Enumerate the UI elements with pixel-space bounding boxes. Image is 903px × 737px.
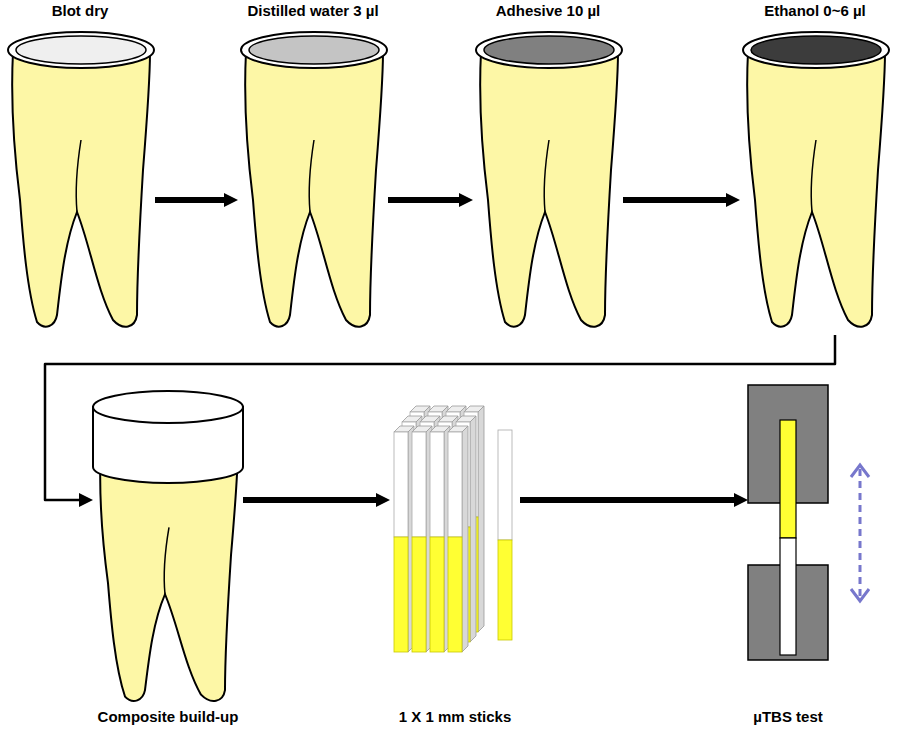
stick-top [446,406,466,412]
step-node: Blot dry [5,30,155,335]
dentin-surface [484,36,614,64]
stick-top [410,406,430,412]
single-stick-composite [498,430,512,540]
step-label: Distilled water 3 µl [247,2,378,20]
enamel-rim [8,32,154,68]
flow-arrow [623,197,726,203]
step-illustration [93,385,243,703]
step-node: Adhesive 10 µl [473,30,623,335]
flow-arrow [388,197,459,203]
stick-dentin [430,537,444,652]
furcation-line [164,527,169,594]
step-label: Adhesive 10 µl [496,2,601,20]
stick-composite [394,432,408,537]
stick-dentin [448,537,462,652]
flow-arrow [243,497,376,503]
step-node: 1 X 1 mm sticks [390,410,520,670]
stick-top [456,416,476,422]
step-illustration [5,30,155,335]
tension-arrowheads [851,465,869,601]
tooth-outline [480,52,618,327]
step-node: Distilled water 3 µl [238,30,388,335]
stick-top [428,406,448,412]
stick-side [462,426,468,652]
step-illustration [748,385,828,665]
flow-arrow [155,197,224,203]
step-label: Ethanol 0~6 µl [764,2,866,20]
enamel-rim [743,32,889,68]
composite-top [93,391,243,423]
stick-composite [412,432,426,537]
stick-top [438,416,458,422]
stick-top [430,426,450,432]
stick-side [478,406,484,632]
furcation-line [76,140,81,212]
specimen-composite [780,538,796,655]
step-node: µTBS test [748,385,828,665]
dentin-surface [16,36,146,64]
step-node: Composite build-up [93,385,243,703]
stick-composite [448,432,462,537]
stick-top [448,426,468,432]
tooth-outline [12,52,150,327]
enamel-rim [241,32,387,68]
furcation-line [309,140,314,212]
specimen-dentin [780,420,796,538]
step-label: 1 X 1 mm sticks [399,708,512,726]
step-label: Composite build-up [98,708,239,726]
stick-top [420,416,440,422]
flow-arrow [520,497,734,503]
step-illustration [473,30,623,335]
step-illustration [238,30,388,335]
single-stick-dentin [498,540,512,640]
stick-top [412,426,432,432]
tooth-outline [747,52,885,327]
stick-side [470,416,476,642]
stick-top [394,426,414,432]
stick-dentin [412,537,426,652]
furcation-line [544,140,549,212]
dentin-surface [751,36,881,64]
step-label: Blot dry [52,2,109,20]
step-node: Ethanol 0~6 µl [740,30,890,335]
stick-top [464,406,484,412]
step-illustration [740,30,890,335]
enamel-rim [476,32,622,68]
tension-arrow [859,469,862,597]
tooth-outline [245,52,383,327]
furcation-line [811,140,816,212]
dentin-surface [249,36,379,64]
step-illustration [390,410,520,670]
stick-dentin [394,537,408,652]
stick-top [402,416,422,422]
step-label: µTBS test [753,708,823,726]
stick-composite [430,432,444,537]
